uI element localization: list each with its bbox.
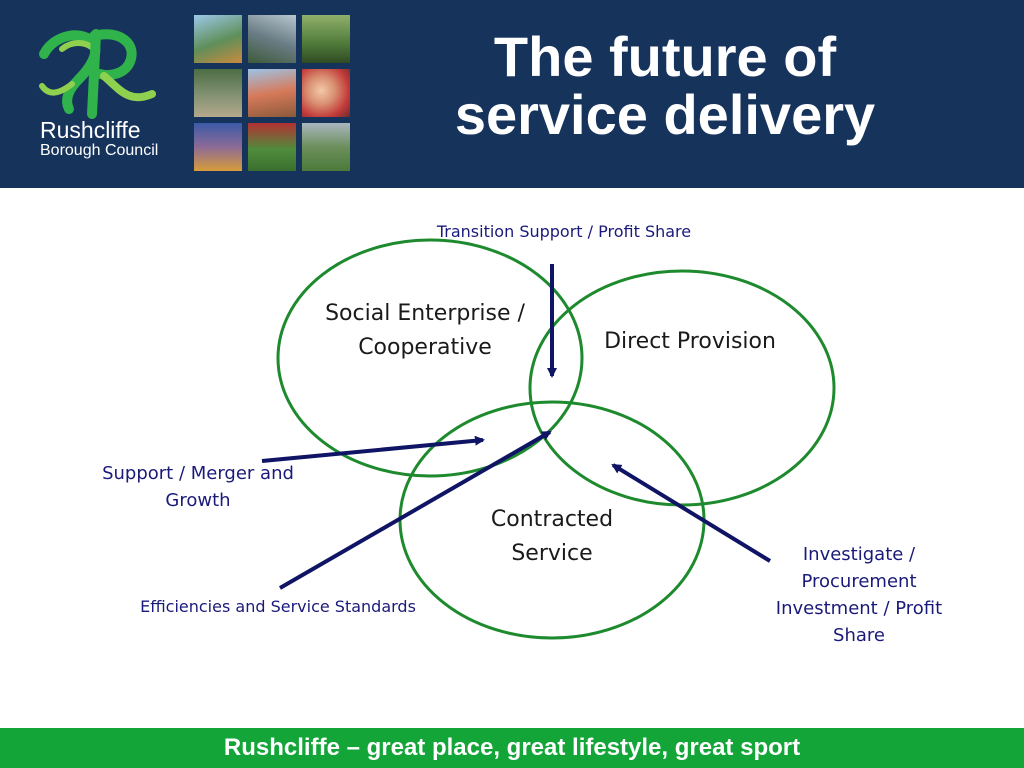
logo-name: Rushcliffe xyxy=(40,117,141,143)
transition-support-label: Transition Support / Profit Share xyxy=(436,222,692,241)
efficiencies-arrow xyxy=(278,430,552,590)
logo-subtitle: Borough Council xyxy=(40,142,159,159)
footer-tagline: Rushcliffe – great place, great lifestyl… xyxy=(223,734,801,761)
rushcliffe-logo-icon xyxy=(39,29,156,119)
photo-tile xyxy=(194,69,242,117)
photo-mosaic xyxy=(194,15,352,173)
efficiencies-label: Efficiencies and Service Standards xyxy=(140,597,416,616)
footer-banner: Rushcliffe – great place, great lifestyl… xyxy=(0,728,1024,768)
photo-tile xyxy=(248,123,296,171)
photo-tile xyxy=(248,69,296,117)
photo-tile xyxy=(302,15,350,63)
contracted-service-label: Contracted Service xyxy=(490,507,614,566)
social-enterprise-circle xyxy=(276,238,584,478)
photo-tile xyxy=(302,123,350,171)
photo-tile xyxy=(248,15,296,63)
investigate-arrow xyxy=(611,463,772,563)
support-merger-label: Support / Merger and Growth xyxy=(102,463,294,511)
investigate-label: Investigate / Procurement Investment / P… xyxy=(775,544,943,646)
direct-provision-label: Direct Provision xyxy=(604,329,776,354)
social-enterprise-label: Social Enterprise / Cooperative xyxy=(325,301,525,360)
page-title: The future of service delivery xyxy=(454,25,876,146)
header-banner: Rushcliffe Borough Council The future of… xyxy=(0,0,1024,188)
photo-tile xyxy=(302,69,350,117)
photo-tile xyxy=(194,15,242,63)
support-arrow xyxy=(261,435,485,463)
photo-tile xyxy=(194,123,242,171)
venn-diagram xyxy=(261,238,836,640)
